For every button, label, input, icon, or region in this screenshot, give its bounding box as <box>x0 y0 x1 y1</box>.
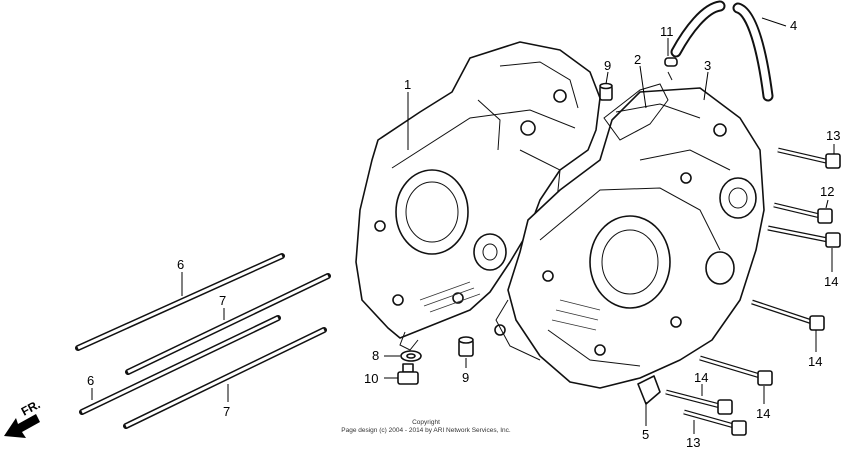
flange-bolt-13-lower[interactable] <box>683 409 747 436</box>
tube-clip[interactable] <box>664 57 678 81</box>
callout-7-lower: 7 <box>223 404 230 419</box>
callout-13-lower: 13 <box>686 435 700 450</box>
callout-13-upper: 13 <box>826 128 840 143</box>
breather-tube[interactable] <box>670 0 774 102</box>
callout-14-d: 14 <box>694 370 708 385</box>
arrow-down-left-icon <box>4 414 40 438</box>
stud-bolt-upper[interactable] <box>75 253 285 351</box>
dowel-pin-lower[interactable] <box>458 336 474 357</box>
stud-bolt-middle[interactable] <box>125 273 331 375</box>
callout-9-upper: 9 <box>604 58 611 73</box>
copyright-line-2: Page design (c) 2004 - 2014 by ARI Netwo… <box>341 427 511 434</box>
strainer-gasket[interactable] <box>637 375 661 405</box>
callout-9-lower: 9 <box>462 370 469 385</box>
flange-bolt-14-a[interactable] <box>767 225 841 248</box>
flange-bolt-14-b[interactable] <box>751 299 825 331</box>
direction-label: FR. <box>19 397 43 418</box>
callout-3: 3 <box>704 58 711 73</box>
callout-14-b: 14 <box>808 354 822 369</box>
flange-bolt-14-d[interactable] <box>665 389 733 415</box>
stud-bolt-bottom[interactable] <box>123 327 327 429</box>
gasket[interactable] <box>603 83 669 141</box>
drain-bolt[interactable] <box>397 363 419 385</box>
flange-bolt-13-upper[interactable] <box>777 147 841 169</box>
copyright-notice: Copyright Page design (c) 2004 - 2014 by… <box>341 419 511 434</box>
callout-7-upper: 7 <box>219 293 226 308</box>
callout-2: 2 <box>634 52 641 67</box>
dowel-pin-upper[interactable] <box>599 82 613 101</box>
copyright-line-1: Copyright <box>412 419 440 426</box>
flange-bolt-14-c[interactable] <box>699 355 773 386</box>
stud-bolt-lower[interactable] <box>79 315 281 415</box>
callout-12: 12 <box>820 184 834 199</box>
callout-14-c: 14 <box>756 406 770 421</box>
callout-8: 8 <box>372 348 379 363</box>
callout-4: 4 <box>790 18 797 33</box>
callout-6-lower: 6 <box>87 373 94 388</box>
callout-labels: 1 2 3 4 5 6 6 7 7 8 9 9 10 11 12 13 13 1… <box>87 18 840 450</box>
callout-6-upper: 6 <box>177 257 184 272</box>
callout-14-a: 14 <box>824 274 838 289</box>
right-crankcase[interactable] <box>494 87 765 389</box>
leader-lines <box>91 17 835 434</box>
flange-bolt-12[interactable] <box>773 202 833 224</box>
callout-10: 10 <box>364 371 378 386</box>
callout-1: 1 <box>404 77 411 92</box>
sealing-washer[interactable] <box>400 350 422 362</box>
front-direction-indicator: FR. <box>4 397 42 438</box>
callout-5: 5 <box>642 427 649 442</box>
callout-11: 11 <box>660 24 674 39</box>
left-crankcase[interactable] <box>355 41 601 351</box>
